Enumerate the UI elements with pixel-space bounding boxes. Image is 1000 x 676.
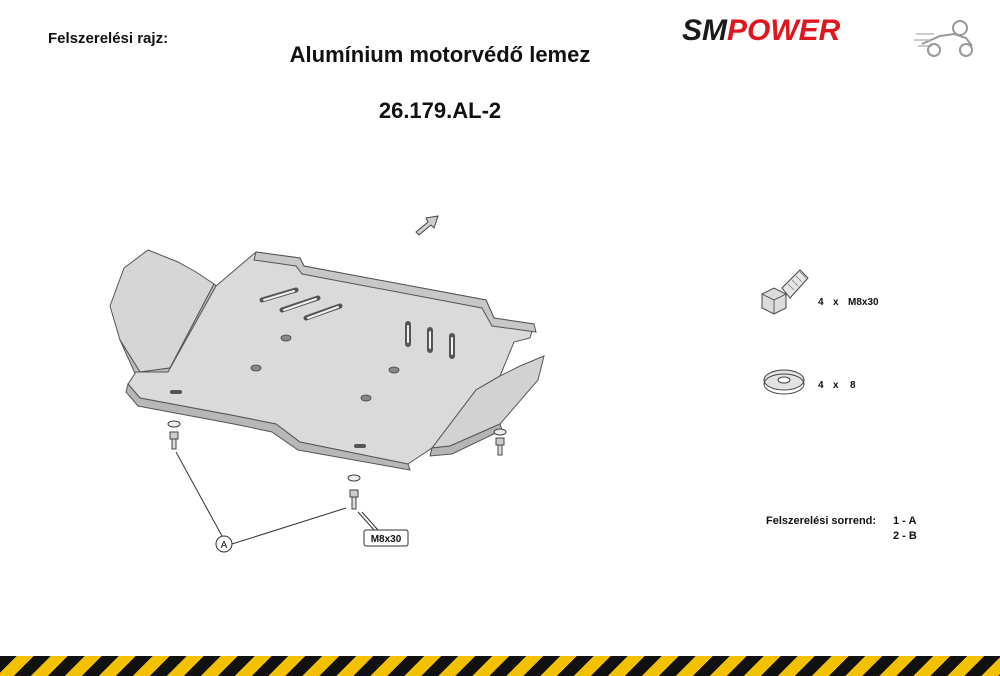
- motorcycle-rider-icon: [914, 20, 973, 57]
- order-step-1: 1 - A: [893, 515, 917, 527]
- product-code: 26.179.AL-2: [378, 98, 502, 123]
- logo-sm-text: SM: [682, 14, 727, 47]
- bolt-label-box: [363, 529, 409, 547]
- washer-qty: 4: [818, 380, 824, 391]
- fastener-left: [167, 420, 181, 450]
- bolt-label: M8x30: [371, 534, 402, 545]
- callout-a-circle: [215, 535, 233, 553]
- order-label: Felszerelési sorrend:: [766, 515, 877, 527]
- order-step-2: 2 - B: [893, 530, 917, 542]
- washer-icon: [763, 369, 805, 395]
- page-title: Alumínium motorvédő lemez: [289, 42, 591, 67]
- drawing-label: Felszerelési rajz:: [48, 30, 169, 47]
- smpower-logo: SMPOWER: [682, 14, 982, 58]
- main-plate: [125, 251, 537, 471]
- direction-arrow-icon: [415, 215, 439, 236]
- washer-size: 8: [850, 380, 856, 391]
- bolt-size: M8x30: [848, 297, 879, 308]
- fastener-center: [347, 474, 361, 510]
- fastener-right: [493, 428, 507, 456]
- bolt-icon: [761, 269, 809, 315]
- bolt-times: x: [833, 297, 839, 308]
- logo-power-text: POWER: [727, 14, 841, 47]
- bolt-qty: 4: [818, 297, 824, 308]
- washer-times: x: [833, 380, 839, 391]
- hazard-stripe: [0, 656, 1000, 676]
- callout-a-label: A: [221, 540, 228, 551]
